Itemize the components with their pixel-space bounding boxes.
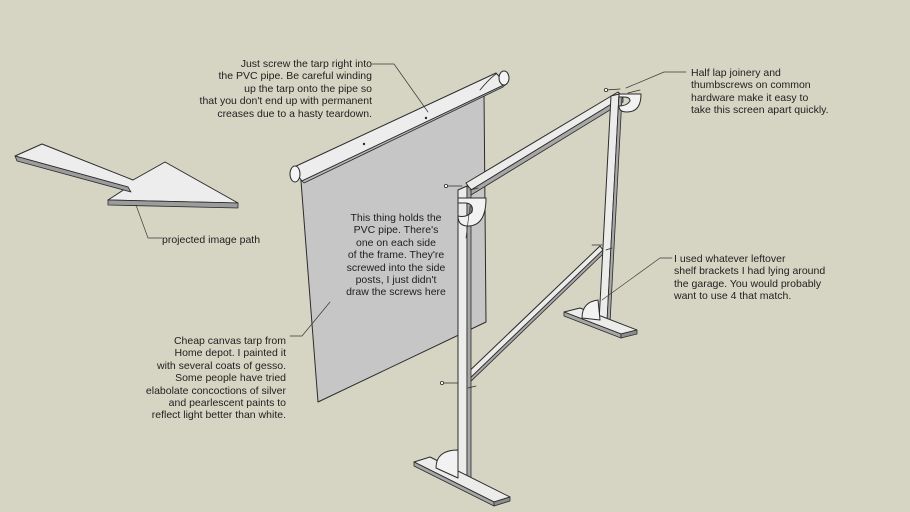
annotation-shelf-brackets: I used whatever leftover shelf brackets … xyxy=(674,253,826,303)
pipe-holder-back xyxy=(618,93,642,113)
leader-brackets xyxy=(601,257,673,301)
back-foot xyxy=(563,299,638,339)
projected-image-arrow xyxy=(14,143,239,209)
leader-projected-path xyxy=(135,204,163,239)
front-post xyxy=(457,185,472,489)
annotation-screw-tarp: Just screw the tarp right into the PVC p… xyxy=(199,58,372,120)
leader-half-lap xyxy=(625,71,687,89)
leader-screw-tarp xyxy=(371,63,429,113)
back-post xyxy=(598,93,623,324)
annotation-pipe-holder: This thing holds the PVC pipe. There's o… xyxy=(346,212,446,299)
front-foot xyxy=(413,449,511,507)
annotation-canvas-tarp: Cheap canvas tarp from Home depot. I pai… xyxy=(145,335,286,422)
pvc-pipe xyxy=(289,70,510,184)
top-crossbar xyxy=(465,91,624,196)
annotation-projected-image-path: projected image path xyxy=(162,234,261,246)
leader-holder xyxy=(465,205,471,239)
leader-lines xyxy=(135,63,687,337)
annotation-half-lap: Half lap joinery and thumbscrews on comm… xyxy=(691,67,829,117)
pipe-holder-front xyxy=(457,197,487,227)
thumbscrews xyxy=(439,88,641,389)
leader-tarp xyxy=(289,301,331,337)
